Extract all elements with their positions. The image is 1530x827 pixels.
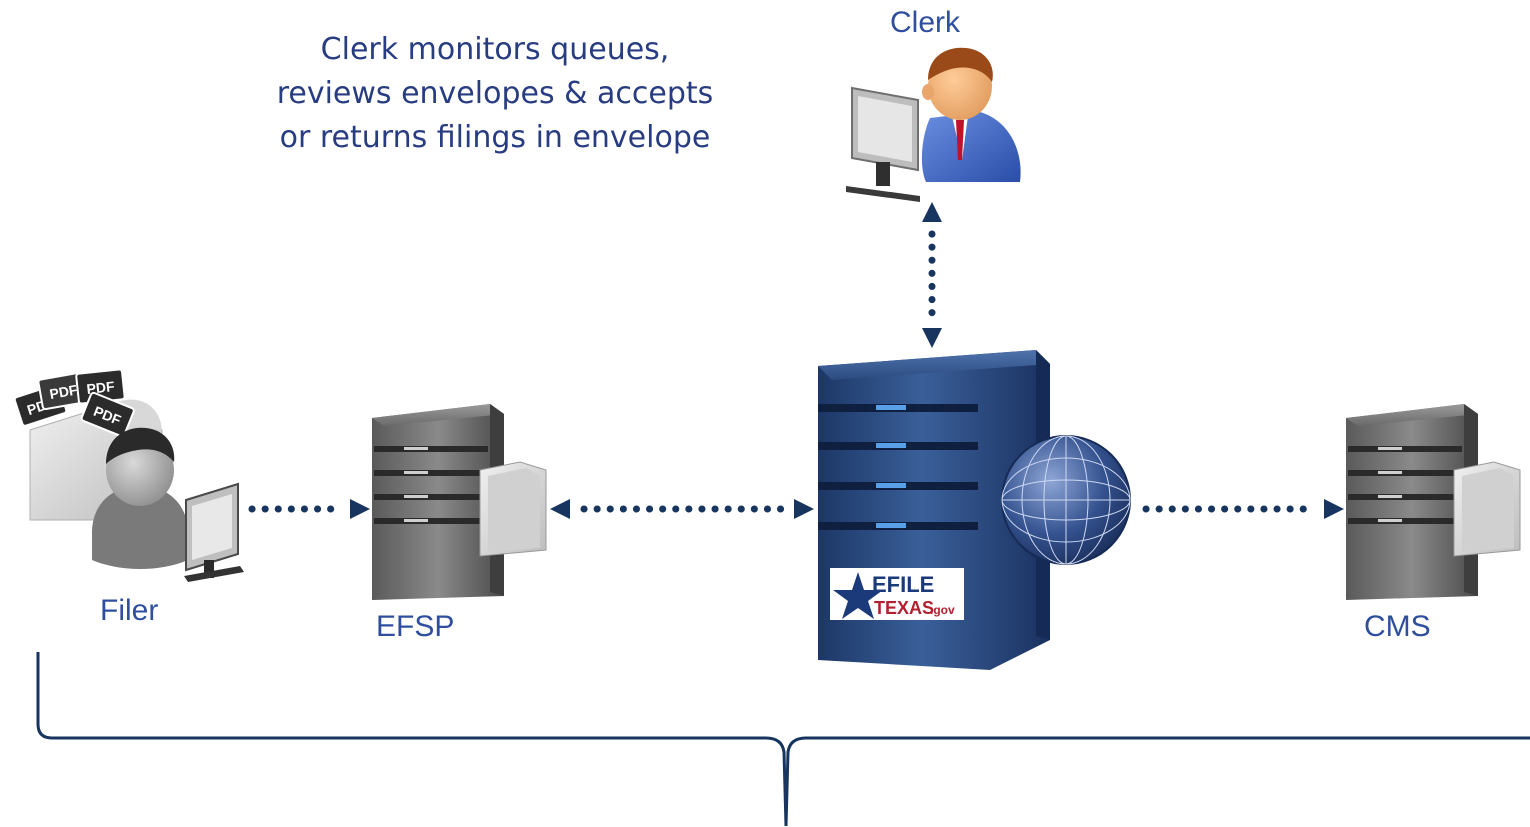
cms-server-icon	[1346, 404, 1521, 600]
clerk-workstation-icon	[846, 47, 1021, 202]
clerk-efm-connector	[922, 202, 942, 348]
cms-label: CMS	[1364, 610, 1431, 643]
efiletexas-server-icon: EFILE TEXAS .gov	[818, 350, 1131, 670]
filer-efsp-connector	[248, 499, 370, 519]
efiletexas-logo: EFILE TEXAS .gov	[830, 568, 964, 620]
efsp-efm-connector	[550, 499, 814, 519]
logo-text-texas: TEXAS	[874, 598, 934, 618]
pdf-badge-text: PDF	[48, 381, 79, 402]
efsp-server-icon	[372, 404, 547, 600]
caption-line: reviews envelopes & accepts	[276, 76, 714, 111]
globe-icon	[1001, 435, 1131, 565]
efsp-label: EFSP	[376, 610, 455, 643]
caption-line: Clerk monitors queues,	[320, 32, 670, 67]
caption-line: or returns filings in envelope	[279, 120, 711, 155]
logo-text-efile: EFILE	[872, 572, 934, 597]
caption-text: Clerk monitors queues, reviews envelopes…	[145, 28, 845, 160]
logo-text-gov: .gov	[930, 603, 955, 617]
efm-cms-connector	[1142, 499, 1344, 519]
clerk-label: Clerk	[890, 6, 961, 39]
filer-workstation-icon: PDF PDF PDF PDF	[13, 368, 244, 582]
pdf-badges: PDF PDF PDF PDF	[13, 368, 135, 438]
filer-label: Filer	[100, 594, 159, 627]
grouping-brace	[36, 652, 1530, 827]
